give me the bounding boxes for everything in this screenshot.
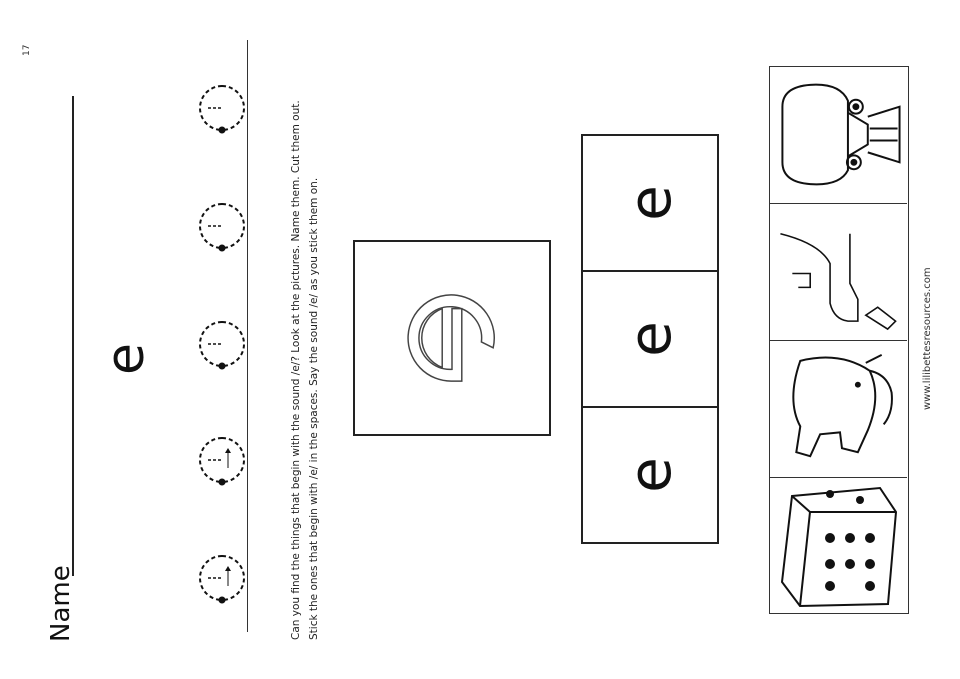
tracing-letter-e-1 [199,85,245,134]
picture-strip [769,66,909,614]
page-number: 17 [22,44,32,56]
big-letter-e: e [96,343,156,375]
tracing-letter-e-5 [199,555,245,604]
egg-cup-icon [781,83,901,186]
tracing-letter-e-2 [199,203,245,252]
stick-space-1: e [581,134,719,272]
website-credit: www.lilibettesresources.com [922,267,933,410]
picture-elephant [770,341,907,478]
outline-letter-box [353,240,551,436]
stick-space-2: e [581,270,719,408]
dice-icon [780,486,898,608]
stick-space-3: e [581,406,719,544]
outline-letter-e [407,294,495,382]
stick-letter: e [616,185,684,221]
leg-icon [780,233,897,331]
picture-dice [770,478,907,615]
stick-letter: e [616,321,684,357]
picture-leg [770,204,907,341]
name-label: Name [46,565,76,642]
instructions-text: Can you find the things that begin with … [290,100,320,640]
elephant-icon [792,354,893,458]
tracing-baseline [247,40,248,632]
stick-letter: e [616,457,684,493]
name-writing-line [72,96,74,576]
tracing-letter-e-4 [199,437,245,486]
picture-egg-cup [770,67,907,204]
tracing-letter-e-3 [199,321,245,370]
